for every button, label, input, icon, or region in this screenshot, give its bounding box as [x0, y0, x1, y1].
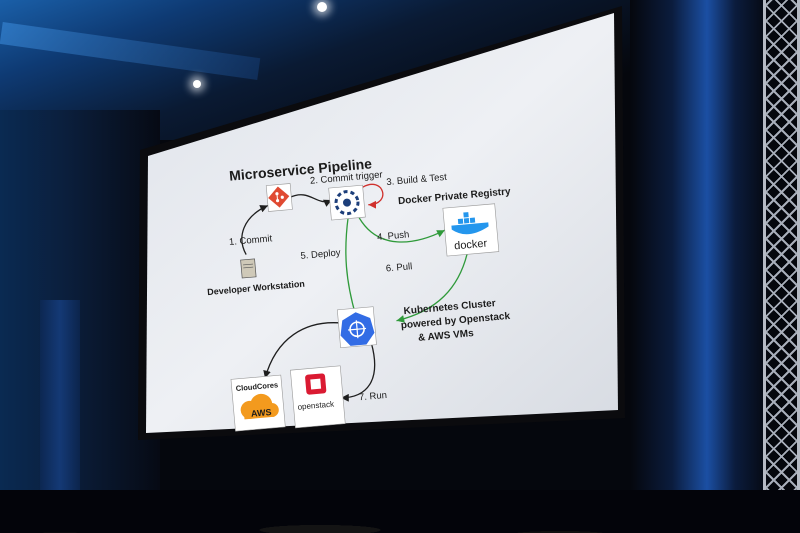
- arrow-commit: [241, 204, 269, 255]
- label-build-test: 3. Build & Test: [386, 172, 448, 188]
- left-wall: [0, 110, 160, 533]
- kubernetes-box: [336, 306, 377, 349]
- arrow-to-aws: [263, 322, 345, 379]
- arrow-build-test: [362, 183, 384, 209]
- slide-surface: [146, 13, 618, 433]
- cloudcores-logo-text: CloudCores: [235, 380, 278, 393]
- label-pull: 6. Pull: [385, 261, 412, 274]
- openstack-box: openstack: [290, 365, 346, 429]
- ceiling-spotlight: [193, 80, 201, 88]
- arrow-run: [340, 342, 376, 402]
- arrow-push: [356, 213, 446, 243]
- audience-silhouettes: [0, 490, 800, 533]
- git-icon: [265, 183, 293, 212]
- label-deploy: 5. Deploy: [300, 247, 341, 261]
- ceiling-spotlight: [317, 2, 327, 12]
- openstack-logo-icon: [305, 373, 327, 395]
- label-run: 7. Run: [359, 390, 388, 403]
- label-push: 4. Push: [377, 229, 410, 243]
- arrow-pull: [396, 248, 470, 323]
- docker-whale-icon: [451, 212, 489, 235]
- aws-box: CloudCores AWS: [230, 374, 286, 432]
- label-commit: 1. Commit: [229, 233, 273, 248]
- openstack-logo-text: openstack: [297, 399, 335, 411]
- ci-server-icon: [328, 184, 366, 221]
- aws-logo-text: AWS: [251, 407, 272, 419]
- docker-logo-text: docker: [454, 238, 488, 253]
- arrow-deploy: [345, 216, 358, 317]
- docker-registry-box: docker: [442, 203, 500, 257]
- k8s-label-line3: & AWS VMs: [418, 328, 475, 344]
- aws-cloud-icon: [240, 393, 279, 420]
- right-curtain: [630, 0, 770, 533]
- arrow-commit-trigger: [289, 194, 332, 207]
- stage-truss: [763, 0, 800, 533]
- workstation-icon: [240, 258, 257, 279]
